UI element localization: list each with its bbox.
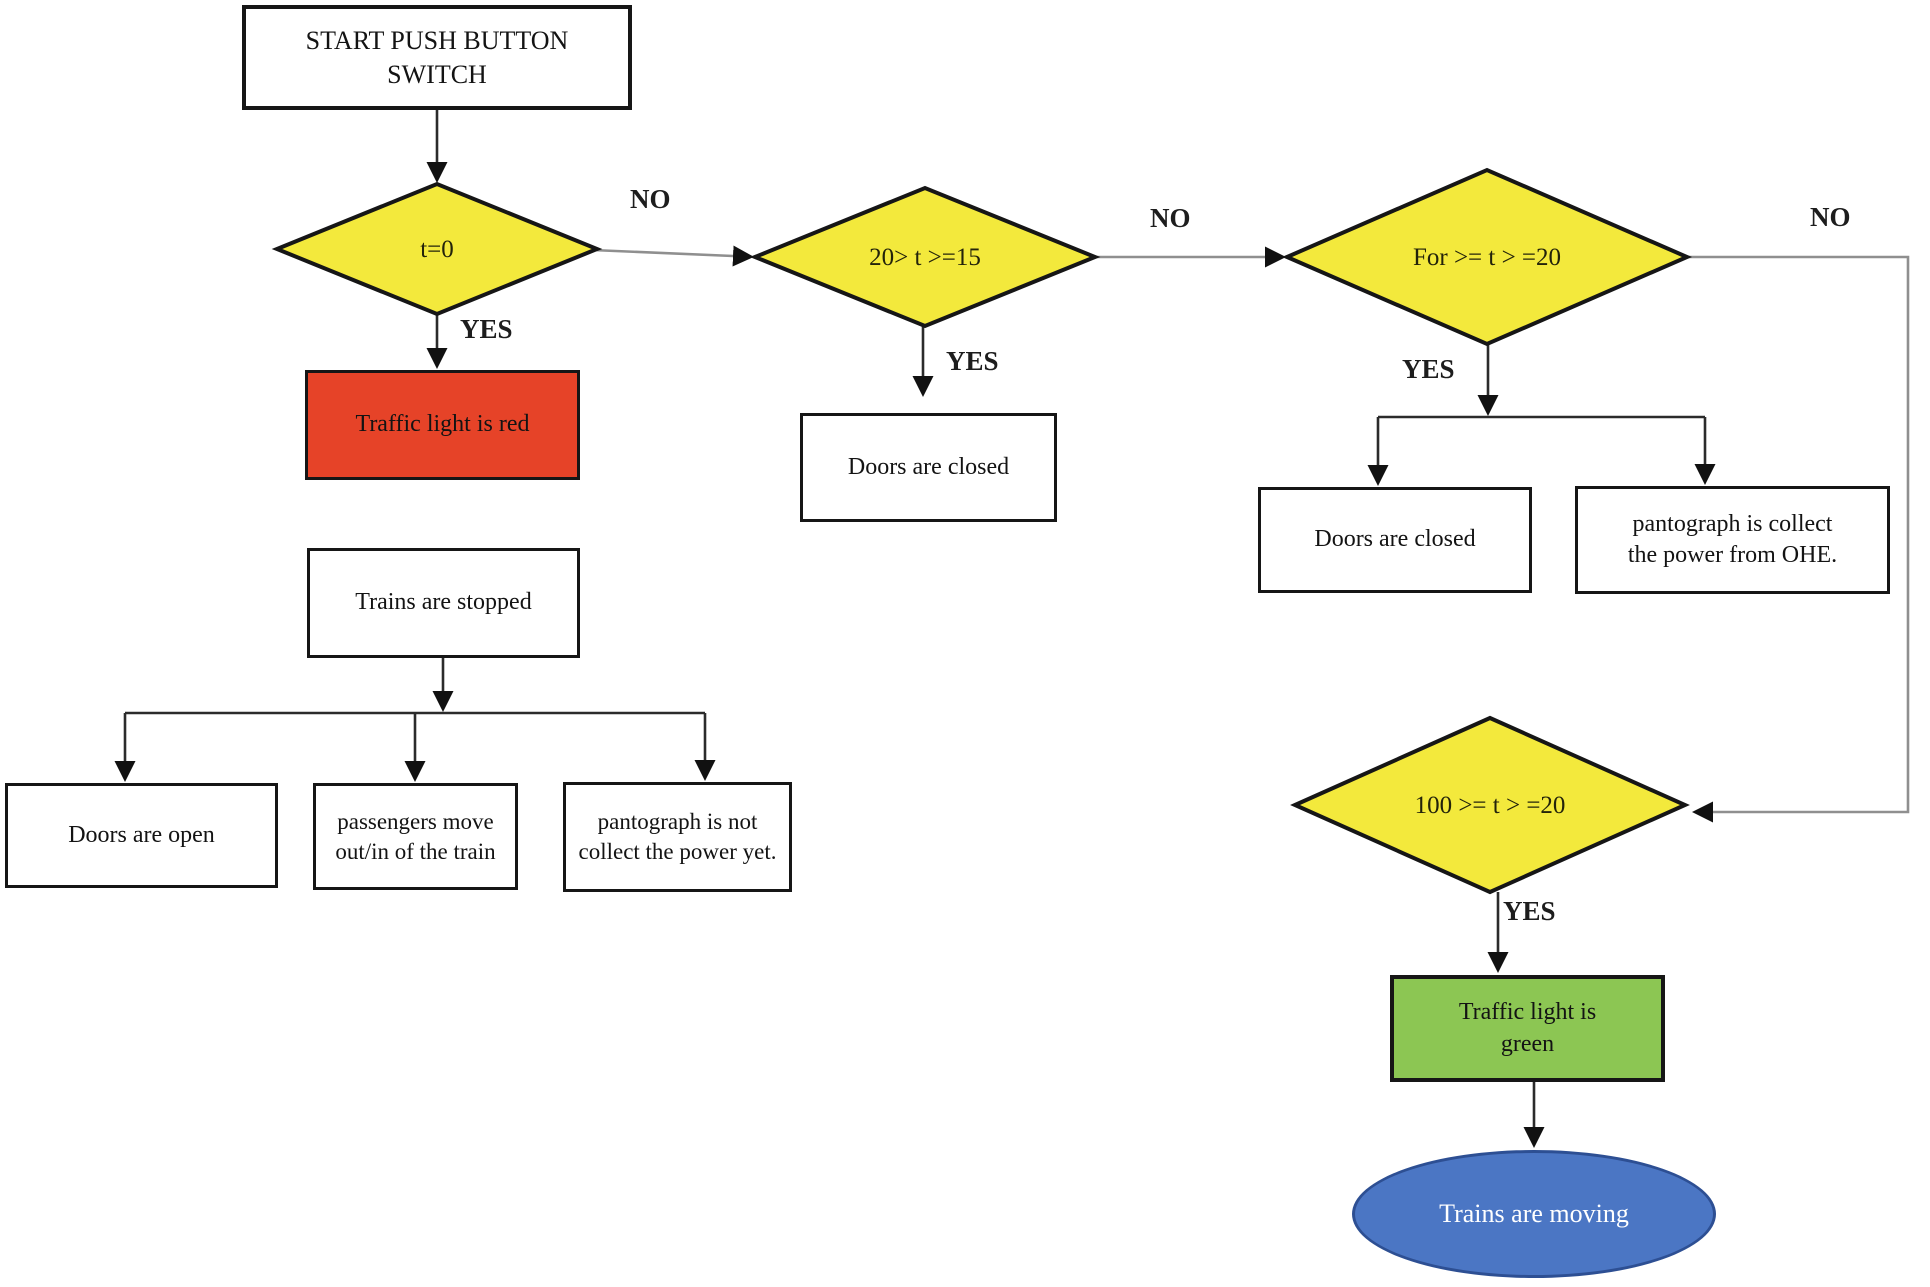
passengers-move-node: passengers move out/in of the train [313, 783, 518, 890]
pantograph-not-node: pantograph is not collect the power yet. [563, 782, 792, 892]
start-node: START PUSH BUTTON SWITCH [242, 5, 632, 110]
t20-no-label: NO [1810, 202, 1851, 232]
connector-t0-no-to-t15 [591, 245, 754, 267]
traffic-red-node: Traffic light is red [305, 370, 580, 480]
decision-t100-diamond [1290, 715, 1690, 895]
t100-yes-label: YES [1503, 896, 1556, 926]
connector-t20-no-loop-to-t100 [1687, 255, 1910, 823]
traffic-green-node: Traffic light is green [1390, 975, 1665, 1082]
t0-yes-label: YES [460, 314, 513, 344]
doors-closed-right-node: Doors are closed [1258, 487, 1532, 593]
decision-t0-diamond [271, 181, 603, 317]
t0-no-label: NO [630, 184, 671, 214]
t15-yes-label: YES [946, 346, 999, 376]
pantograph-ohe-node: pantograph is collect the power from OHE… [1575, 486, 1890, 594]
trains-moving-terminal: Trains are moving [1352, 1150, 1716, 1278]
t15-no-label: NO [1150, 203, 1191, 233]
decision-t0-label: t=0 [420, 236, 454, 263]
decision-t15-diamond [749, 185, 1101, 329]
decision-t20-diamond [1281, 167, 1693, 347]
decision-t100-label: 100 >= t > =20 [1414, 792, 1566, 819]
doors-open-node: Doors are open [5, 783, 278, 888]
trains-stopped-node: Trains are stopped [307, 548, 580, 658]
decision-t15-label: 20> t >=15 [869, 244, 981, 271]
doors-closed-mid-node: Doors are closed [800, 413, 1057, 522]
t20-yes-label: YES [1402, 354, 1455, 384]
decision-t20-label: For >= t > =20 [1412, 244, 1562, 271]
